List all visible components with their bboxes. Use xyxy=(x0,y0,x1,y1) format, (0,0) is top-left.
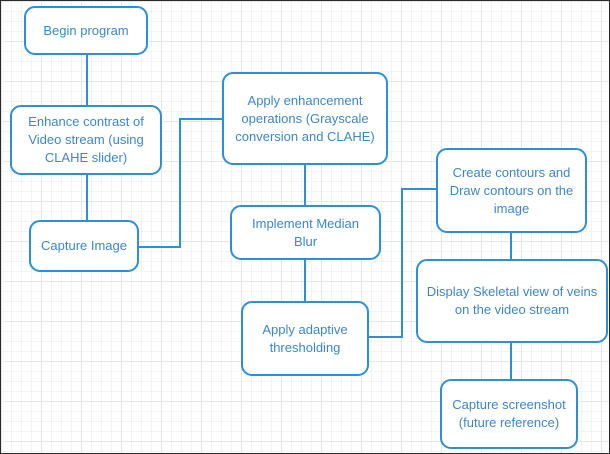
node-label: Create contours and Draw contours on the… xyxy=(449,164,574,216)
node-label: Capture screenshot (future reference) xyxy=(452,397,566,430)
node-enhance-contrast: Enhance contrast of Video stream (using … xyxy=(10,105,162,175)
node-label: Begin program xyxy=(43,22,129,38)
node-apply-enhancement-operations: Apply enhancement operations (Grayscale … xyxy=(222,72,388,165)
node-label: Display Skeletal view of veins on the vi… xyxy=(426,284,598,317)
node-skeletal-view: Display Skeletal view of veins on the vi… xyxy=(416,259,608,343)
node-create-contours: Create contours and Draw contours on the… xyxy=(436,148,587,233)
node-label: Apply adaptive thresholding xyxy=(262,321,348,355)
node-label: Implement Median Blur xyxy=(252,215,359,249)
node-median-blur: Implement Median Blur xyxy=(230,205,381,260)
node-begin-program: Begin program xyxy=(24,6,148,55)
node-label: Capture Image xyxy=(41,238,127,253)
node-label: Enhance contrast of Video stream (using … xyxy=(28,114,144,165)
node-capture-screenshot: Capture screenshot (future reference) xyxy=(440,379,578,449)
node-label: Apply enhancement operations (Grayscale … xyxy=(235,92,375,144)
node-capture-image: Capture Image xyxy=(29,220,139,272)
connector-capture-to-apply-enhancement xyxy=(139,118,222,248)
connector-threshold-to-contours xyxy=(369,188,436,338)
node-adaptive-thresholding: Apply adaptive thresholding xyxy=(241,301,369,376)
